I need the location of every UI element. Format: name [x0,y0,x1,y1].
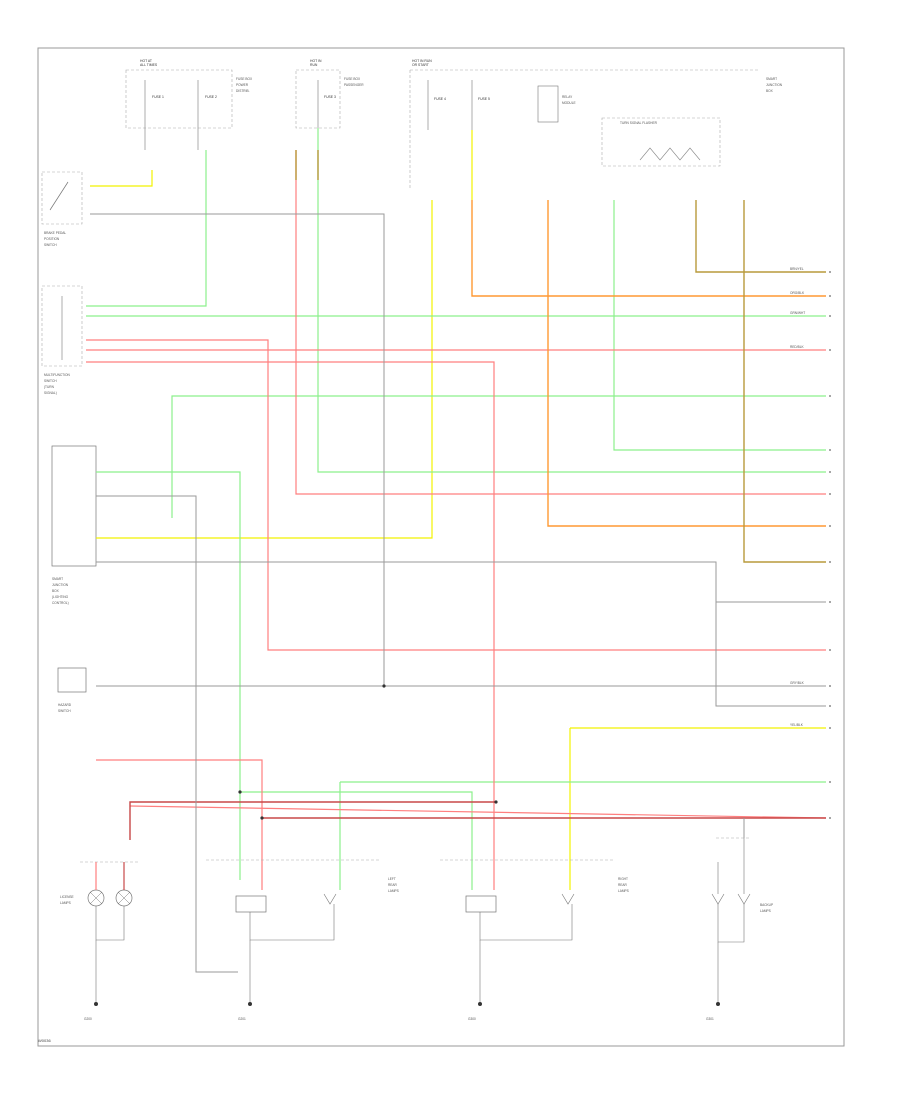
ground-1: G200 [84,1002,98,1021]
fuse-box-3: HOT IN RUN OR START FUSE 4 FUSE 5 RELAY … [409,59,783,190]
svg-text:JUNCTION: JUNCTION [766,83,783,87]
svg-text:FUSE BOX: FUSE BOX [236,77,253,81]
right-rear-label-2: REAR [618,883,628,887]
wire-orange-group [471,200,826,527]
wire-code-1: BRN/YEL [790,267,804,271]
wire-red-group [86,150,827,890]
fuse-box-3-title: HOT IN RUN [412,59,432,63]
wire-code-2: ORG/BLK [790,291,805,295]
ground-4-label: G301 [706,1017,714,1021]
lighting-module-label-2: JUNCTION [52,583,69,587]
brake-pedal-switch: BRAKE PEDAL POSITION SWITCH [41,171,83,247]
hazard-label-1: HAZARD [58,703,72,707]
multifunction-label-1: MULTIFUNCTION [44,373,70,377]
backup-lamp-assembly: BACKUP LAMPS [711,837,773,1002]
lighting-module-label-3: BOX [52,589,60,593]
backup-label-1: BACKUP [760,903,773,907]
hazard-switch: HAZARD SWITCH [57,667,87,713]
ground-2: G201 [238,1002,252,1021]
left-rear-lamp-assembly: LEFT REAR LAMPS [206,859,399,1002]
splice-points [238,684,498,820]
brake-switch-label-1: BRAKE PEDAL [44,231,66,235]
wire-code-4: RED/BLK [790,345,805,349]
fuse-3-label: FUSE 3 [324,95,336,99]
fuse-box-2: HOT IN RUN FUSE 3 FUSE BOX PASSENGER [295,59,364,129]
right-rear-label-3: LAMPS [618,889,629,893]
right-rear-label-1: RIGHT [618,877,628,881]
hazard-label-2: SWITCH [58,709,71,713]
svg-text:BOX: BOX [766,89,774,93]
fuse-5-label: FUSE 5 [478,97,490,101]
ground-3-label: G300 [468,1017,476,1021]
lighting-module-label-5: CONTROL) [52,601,69,605]
ground-4: G301 [706,1002,720,1021]
lighting-module-label-1: SMART [52,577,63,581]
lighting-control-module: SMART JUNCTION BOX (LIGHTING CONTROL) [51,445,97,605]
wire-code-5: GRY/BLK [790,681,805,685]
wire-yellow-group [90,130,826,890]
ground-2-label: G201 [238,1017,246,1021]
backup-label-2: LAMPS [760,909,771,913]
lighting-module-label-4: (LIGHTING [52,595,69,599]
wire-green-group [86,128,826,890]
diagram-code: W0036 [38,1038,51,1043]
svg-text:TURN SIGNAL FLASHER: TURN SIGNAL FLASHER [620,121,658,125]
left-rear-label-3: LAMPS [388,889,399,893]
brake-switch-label-2: POSITION [44,237,60,241]
multifunction-label-4: SIGNAL) [44,391,57,395]
svg-text:MODULE: MODULE [562,101,576,105]
fuse-box-1-subtitle: ALL TIMES [140,63,158,67]
wire-dark-red-group [129,801,826,840]
multifunction-switch: MULTIFUNCTION SWITCH (TURN SIGNAL) [41,285,83,395]
wire-code-6: YEL/BLK [790,723,804,727]
fuse-box-3-subtitle: OR START [412,63,429,67]
brake-switch-label-3: SWITCH [44,243,57,247]
svg-text:DISTRIB.: DISTRIB. [236,89,250,93]
diagram-frame [37,47,845,1047]
wire-gray-group [90,213,826,973]
fuse-box-2-subtitle: RUN [310,63,318,67]
ground-3: G300 [468,1002,482,1021]
ground-1-label: G200 [84,1017,92,1021]
fuse-4-label: FUSE 4 [434,97,446,101]
left-rear-label-2: REAR [388,883,398,887]
multifunction-label-3: (TURN [44,385,55,389]
wire-code-3: GRN/WHT [790,311,805,315]
fuse-box-2-title: HOT IN [310,59,322,63]
left-rear-label-1: LEFT [388,877,396,881]
multifunction-label-2: SWITCH [44,379,57,383]
fuse-2-label: FUSE 2 [205,95,217,99]
right-edge-wire-labels: BRN/YEL ORG/BLK GRN/WHT RED/BLK GRY/BLK … [790,267,805,727]
svg-text:FUSE BOX: FUSE BOX [344,77,361,81]
fuse-box-1: HOT AT ALL TIMES FUSE 1 FUSE 2 FUSE BOX … [125,59,253,150]
fuse-1-label: FUSE 1 [152,95,164,99]
license-lamp-assembly: LICENSE LAMPS [60,861,140,1002]
wire-brown-group [295,150,826,563]
license-label-2: LAMPS [60,901,71,905]
svg-text:RELAY: RELAY [562,95,573,99]
svg-text:SMART: SMART [766,77,777,81]
right-edge-connectors [829,271,831,819]
svg-text:POWER: POWER [236,83,249,87]
right-rear-lamp-assembly: RIGHT REAR LAMPS [440,859,629,1002]
fuse-box-1-title: HOT AT [140,59,152,63]
svg-text:PASSENGER: PASSENGER [344,83,364,87]
license-label-1: LICENSE [60,895,74,899]
